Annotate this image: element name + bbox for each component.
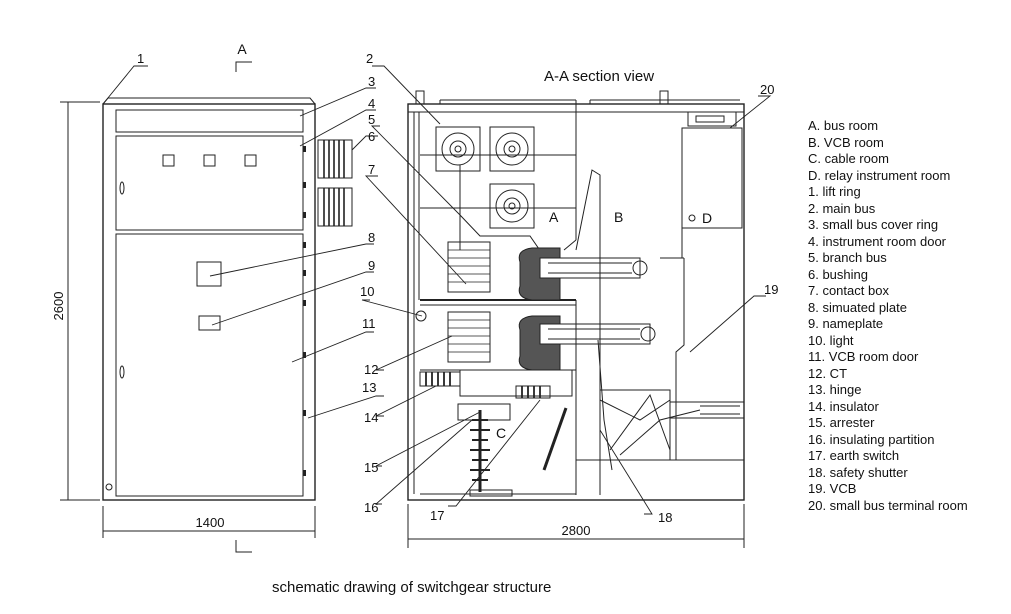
legend-item: 18. safety shutter xyxy=(808,464,908,480)
callout-3: 3 xyxy=(368,74,375,89)
callout-16: 16 xyxy=(364,500,378,515)
nameplate xyxy=(198,315,221,331)
bushings xyxy=(317,139,353,227)
leader-lines xyxy=(102,65,772,515)
diagram-caption: schematic drawing of switchgear structur… xyxy=(272,579,552,596)
handle-icon xyxy=(119,365,125,379)
hinges xyxy=(303,146,306,476)
legend-item: 2. main bus xyxy=(808,200,876,216)
side-width-label: 2800 xyxy=(562,523,591,538)
legend-item: 11. VCB room door xyxy=(808,349,919,364)
room-letters: A B C D xyxy=(496,209,712,441)
callout-numbers: 1 2 3 4 5 6 7 8 9 10 11 12 13 14 15 16 1… xyxy=(137,51,778,525)
front-top-rim xyxy=(102,97,316,105)
light-icon xyxy=(415,310,427,322)
legend-item: A. bus room xyxy=(808,118,879,133)
room-letter-a: A xyxy=(549,209,559,225)
legend-item: 7. contact box xyxy=(808,283,889,298)
legend-item: 17. earth switch xyxy=(808,448,900,463)
callout-17: 17 xyxy=(430,508,444,523)
callout-7: 7 xyxy=(368,162,375,177)
lock-icon xyxy=(105,483,113,491)
arrester xyxy=(470,410,490,492)
section-mark-top xyxy=(235,61,252,72)
callout-10: 10 xyxy=(360,284,374,299)
simulated-plate xyxy=(196,261,222,287)
earth-switch xyxy=(542,407,568,471)
indicator-2 xyxy=(203,154,216,167)
indicator-1 xyxy=(162,154,175,167)
callout-18: 18 xyxy=(658,510,672,525)
front-view xyxy=(60,61,353,553)
legend-item: 10. light xyxy=(808,332,854,348)
contact-box-upper xyxy=(518,247,648,301)
front-height-label: 2600 xyxy=(51,292,66,321)
dimension-labels: 2600 1400 2800 A xyxy=(51,41,590,538)
section-title: A-A section view xyxy=(544,68,655,85)
legend: A. bus room B. VCB room C. cable room D.… xyxy=(808,118,968,514)
vcb xyxy=(599,389,671,461)
room-letter-c: C xyxy=(496,425,506,441)
vcb-door xyxy=(115,233,304,497)
legend-item: 19. VCB xyxy=(808,481,857,496)
contact-box-lower xyxy=(518,315,656,371)
callout-1: 1 xyxy=(137,51,144,66)
operating-handle xyxy=(669,401,745,419)
ct-upper xyxy=(447,241,491,293)
legend-item: 9. nameplate xyxy=(808,316,884,331)
section-mark-bottom xyxy=(235,540,252,553)
callout-2: 2 xyxy=(366,51,373,66)
legend-item: 1. lift ring xyxy=(808,184,861,199)
legend-item: 3. small bus cover ring xyxy=(808,217,939,232)
callout-14: 14 xyxy=(364,410,378,425)
section-view xyxy=(407,90,745,548)
callout-8: 8 xyxy=(368,230,375,245)
legend-item: 14. insulator xyxy=(808,398,879,414)
legend-item: 15. arrester xyxy=(808,415,875,430)
legend-item: 12. CT xyxy=(808,365,848,381)
main-bus xyxy=(435,126,535,229)
callout-20: 20 xyxy=(760,82,774,97)
legend-item: 8. simuated plate xyxy=(808,299,908,315)
legend-item: 5. branch bus xyxy=(808,250,887,265)
callout-15: 15 xyxy=(364,460,378,475)
callout-9: 9 xyxy=(368,258,375,273)
room-letter-d: D xyxy=(702,210,712,226)
callout-6: 6 xyxy=(368,129,375,144)
callout-19: 19 xyxy=(764,282,778,297)
legend-item: 4. instrument room door xyxy=(808,233,947,249)
legend-item: 16. insulating partition xyxy=(808,431,935,447)
legend-item: 20. small bus terminal room xyxy=(808,497,968,513)
front-width-label: 1400 xyxy=(196,515,225,530)
front-cabinet-outline xyxy=(102,103,316,501)
room-letter-b: B xyxy=(614,209,623,225)
legend-item: B. VCB room xyxy=(808,134,884,150)
callout-11: 11 xyxy=(362,316,376,331)
callout-13: 13 xyxy=(362,380,376,395)
legend-item: C. cable room xyxy=(808,151,889,166)
callout-5: 5 xyxy=(368,112,375,127)
legend-item: 6. bushing xyxy=(808,266,868,282)
ct-lower xyxy=(447,311,491,363)
indicator-3 xyxy=(244,154,257,167)
legend-item: D. relay instrument room xyxy=(808,167,951,183)
legend-item: 13. hinge xyxy=(808,382,862,397)
handle-icon xyxy=(119,181,125,195)
safety-shutter xyxy=(597,339,613,471)
section-mark-label: A xyxy=(237,41,247,57)
relay-room xyxy=(681,127,743,229)
callout-12: 12 xyxy=(364,362,378,377)
callout-4: 4 xyxy=(368,96,375,111)
cover-strip xyxy=(115,109,304,133)
instrument-door xyxy=(115,135,304,231)
